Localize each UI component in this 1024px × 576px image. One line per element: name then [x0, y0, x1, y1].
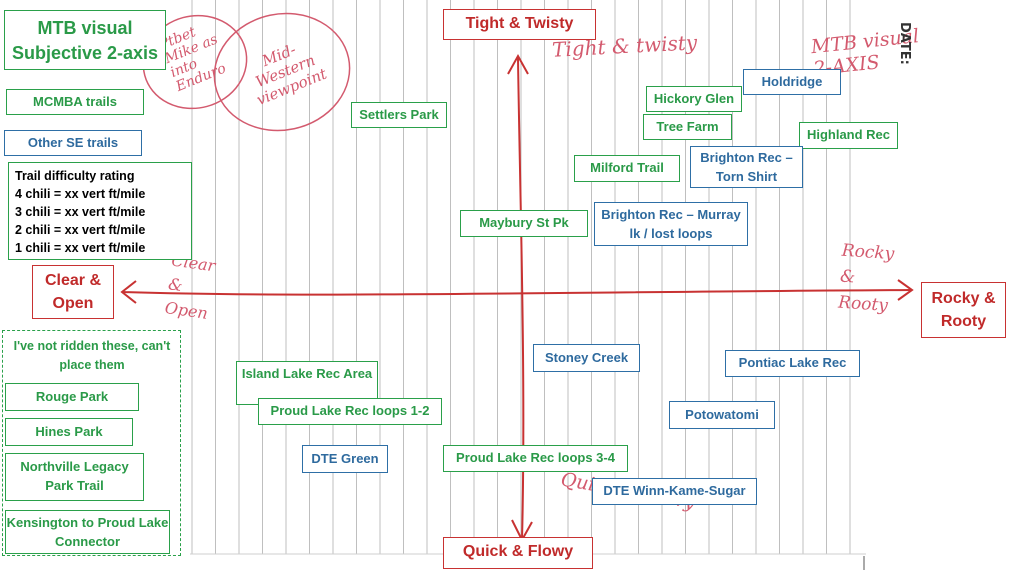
- bubble-outline-1: [142, 14, 248, 110]
- axis-label-left: Clear & Open: [32, 265, 114, 319]
- trail-kensington-connector: Kensington to Proud Lake Connector: [5, 510, 170, 554]
- unplaced-trails-group: [2, 330, 181, 556]
- difficulty-legend: Trail difficulty rating 4 chili = xx ver…: [8, 162, 192, 260]
- difficulty-line: 2 chili = xx vert ft/mile: [15, 223, 146, 237]
- trail-hickory-glen: Hickory Glen: [646, 86, 742, 112]
- unplaced-note: I've not ridden these, can't place them: [13, 339, 171, 372]
- trail-milford: Milford Trail: [574, 155, 680, 182]
- trail-proud-lake-1-2: Proud Lake Rec loops 1-2: [258, 398, 442, 425]
- handwritten-clear-open: Clear & Open: [163, 250, 217, 323]
- trail-rouge-park: Rouge Park: [5, 383, 139, 411]
- bubble-outline-2: [213, 12, 351, 132]
- difficulty-line: 3 chili = xx vert ft/mile: [15, 205, 146, 219]
- trail-brighton-murray: Brighton Rec – Murray lk / lost loops: [594, 202, 748, 246]
- handwritten-rocky-rooty: Rocky & Rooty: [837, 240, 895, 316]
- trail-stoney-creek: Stoney Creek: [533, 344, 640, 372]
- axis-label-right: Rocky & Rooty: [921, 282, 1006, 338]
- axis-label-bottom: Quick & Flowy: [443, 537, 593, 569]
- trail-maybury: Maybury St Pk: [460, 210, 588, 237]
- legend-mcmba: MCMBA trails: [6, 89, 144, 115]
- difficulty-line: 4 chili = xx vert ft/mile: [15, 187, 146, 201]
- trail-northville-legacy: Northville Legacy Park Trail: [5, 453, 144, 501]
- right-arrowhead: [897, 279, 914, 301]
- axes: [120, 53, 914, 543]
- trail-highland-rec: Highland Rec: [799, 122, 898, 149]
- difficulty-line: 1 chili = xx vert ft/mile: [15, 241, 146, 255]
- trail-dte-winn-kame-sugar: DTE Winn-Kame-Sugar: [592, 478, 757, 505]
- trail-holdridge: Holdridge: [743, 69, 841, 95]
- vertical-axis-line: [517, 57, 525, 541]
- horizontal-axis-line: [121, 289, 913, 296]
- trail-pontiac-lake: Pontiac Lake Rec: [725, 350, 860, 377]
- left-arrowhead: [120, 280, 137, 304]
- trail-tree-farm: Tree Farm: [643, 114, 732, 140]
- trail-proud-lake-3-4: Proud Lake Rec loops 3-4: [443, 445, 628, 472]
- trail-dte-green: DTE Green: [302, 445, 388, 473]
- legend-other-se: Other SE trails: [4, 130, 142, 156]
- trail-settlers-park: Settlers Park: [351, 102, 447, 128]
- trail-brighton-torn-shirt: Brighton Rec – Torn Shirt: [690, 146, 803, 188]
- trail-potowatomi: Potowatomi: [669, 401, 775, 429]
- trail-hines-park: Hines Park: [5, 418, 133, 446]
- difficulty-heading: Trail difficulty rating: [15, 169, 135, 183]
- axis-label-top: Tight & Twisty: [443, 9, 596, 40]
- up-arrowhead: [507, 53, 529, 75]
- chart-title: MTB visual Subjective 2-axis: [4, 10, 166, 70]
- date-label: DATE:: [897, 22, 912, 65]
